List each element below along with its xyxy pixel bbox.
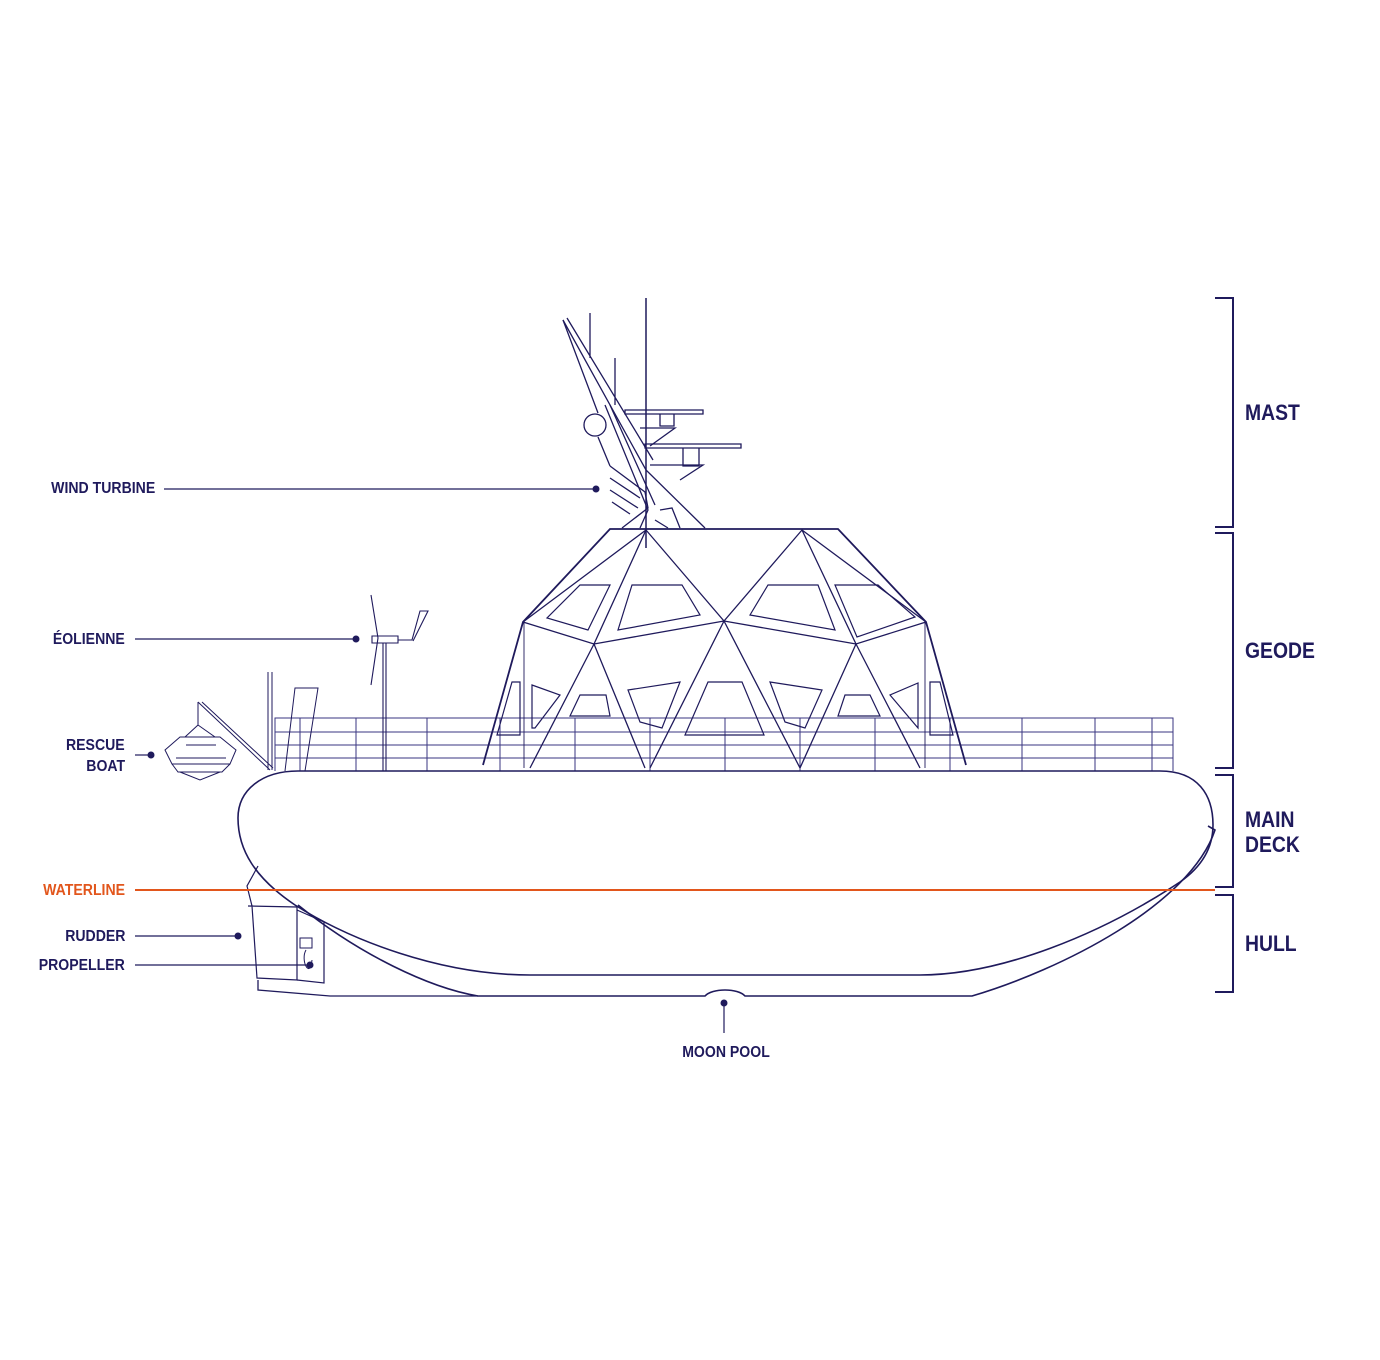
moon-pool-label: MOON POOL: [682, 1044, 770, 1061]
mast-bracket: [1215, 297, 1234, 528]
rescue-boat-label-line2: BOAT: [86, 758, 125, 775]
geode-windows: [496, 584, 954, 736]
eolienne-dot: [352, 635, 360, 643]
section-brackets: [1215, 297, 1234, 993]
propeller-dot: [306, 961, 314, 969]
hull-section-label: HULL: [1245, 931, 1297, 956]
propeller-housing: [296, 909, 325, 984]
geode-bracket: [1215, 532, 1234, 769]
eolienne-label: ÉOLIENNE: [53, 631, 125, 648]
mast-structure: [562, 298, 742, 548]
deck-wind-turbine: [370, 594, 429, 771]
hull-structure: [237, 770, 1216, 997]
propeller-label: PROPELLER: [38, 957, 125, 974]
wind-turbine-label: WIND TURBINE: [50, 480, 155, 497]
waterline-label: WATERLINE: [43, 882, 125, 899]
rudder-dot: [234, 932, 242, 940]
main-deck-outline: [237, 770, 1214, 976]
rescue-boat: [164, 672, 319, 781]
mast-section-label: MAST: [1245, 400, 1300, 425]
keel: [257, 980, 478, 997]
hull-bracket: [1215, 894, 1234, 993]
geode-structure: [482, 528, 967, 769]
callout-leaders: [135, 485, 728, 1033]
wind-turbine-dot: [592, 485, 600, 493]
hull-outline: [297, 825, 1216, 997]
rescue-boat-label-line1: RESCUE: [66, 737, 125, 754]
moon-pool-dot: [720, 999, 728, 1007]
main-deck-section-label-line2: DECK: [1245, 832, 1300, 857]
rudder-label: RUDDER: [64, 928, 125, 945]
deck-railing: [274, 717, 1174, 771]
main-deck-bracket: [1215, 774, 1234, 888]
geode-section-label: GEODE: [1245, 638, 1315, 663]
rescue-boat-dot: [147, 751, 155, 759]
main-deck-section-label-line1: MAIN: [1245, 807, 1295, 832]
rudder: [246, 865, 298, 981]
